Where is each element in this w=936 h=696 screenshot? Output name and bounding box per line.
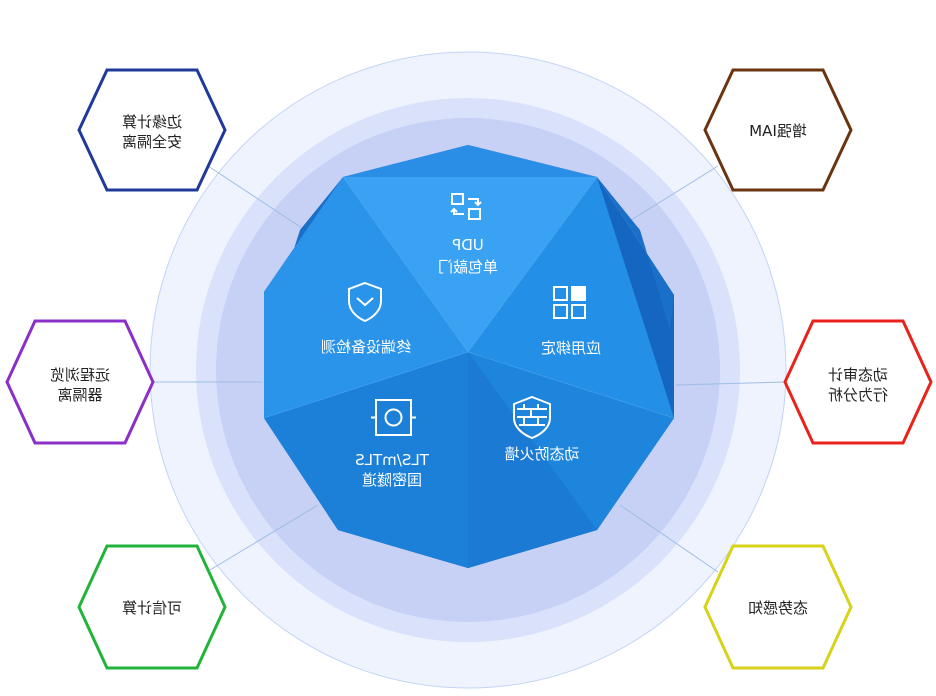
- seg-udp-label: UDP 单包敲门: [438, 236, 498, 276]
- firewall-shield-icon: [513, 395, 551, 440]
- feature-browser[interactable]: 远程浏览 器隔离: [5, 319, 155, 445]
- feature-situation-hexagon: [703, 544, 853, 670]
- feature-edge-line-2: 安全隔离: [122, 133, 182, 151]
- feature-iam-line-1: 增强IAM: [749, 122, 807, 140]
- feature-audit-label: 动态审计 行为分析: [828, 366, 888, 404]
- feature-situation[interactable]: 态势感知: [703, 544, 853, 670]
- seg-app-label: 应用绑定: [541, 339, 601, 357]
- feature-browser-label: 远程浏览 器隔离: [50, 366, 110, 404]
- seg-firewall-lower: [468, 352, 597, 568]
- seg-tls-line-1: TLS/mTLS: [355, 451, 430, 469]
- connector-edge: [201, 161, 306, 231]
- poly-facet-right-top: [597, 177, 674, 330]
- feature-edge-line-1: 边缘计算: [122, 113, 182, 131]
- feature-edge[interactable]: 边缘计算 安全隔离: [77, 68, 227, 192]
- feature-iam-label: 增强IAM: [749, 122, 807, 140]
- seg-device-label: 终端设备检测: [321, 338, 411, 356]
- connector-iam: [627, 165, 719, 223]
- feature-browser-line-1: 远程浏览: [50, 366, 110, 384]
- feature-audit-hexagon: [783, 319, 933, 445]
- connector-lines: [152, 161, 786, 573]
- feature-situation-label: 态势感知: [748, 599, 808, 617]
- feature-trusted-line-1: 可信计算: [122, 599, 182, 617]
- seg-tls-label: TLS/mTLS 国密隧道: [355, 451, 430, 489]
- swap-arrows-icon: [450, 193, 482, 220]
- seg-tls[interactable]: [264, 352, 468, 568]
- tunnel-icon: [371, 399, 416, 436]
- connector-audit: [675, 381, 786, 386]
- seg-firewall[interactable]: [468, 352, 674, 530]
- feature-audit-line-2: 行为分析: [828, 386, 888, 404]
- feature-iam[interactable]: 增强IAM: [703, 68, 853, 192]
- feature-trusted[interactable]: 可信计算: [77, 544, 227, 670]
- seg-udp[interactable]: [343, 177, 597, 352]
- polyhedron: [263, 145, 675, 568]
- poly-facet-top: [343, 145, 597, 177]
- grid-apps-icon: [553, 286, 586, 319]
- feature-edge-label: 边缘计算 安全隔离: [122, 113, 182, 151]
- feature-trusted-label: 可信计算: [122, 599, 182, 617]
- feature-trusted-hexagon: [77, 544, 227, 670]
- feature-iam-hexagon: [703, 68, 853, 192]
- feature-browser-hexagon: [5, 319, 155, 445]
- feature-edge-hexagon: [77, 68, 227, 192]
- seg-device[interactable]: [264, 177, 468, 418]
- feature-situation-line-1: 态势感知: [748, 599, 808, 617]
- feature-browser-line-2: 器隔离: [57, 386, 102, 404]
- seg-tls-line-2: 国密隧道: [362, 471, 422, 489]
- connector-situation: [619, 504, 719, 573]
- feature-audit[interactable]: 动态审计 行为分析: [783, 319, 933, 445]
- seg-firewall-label: 动态防火墙: [504, 445, 579, 463]
- seg-app-line-1: 应用绑定: [541, 339, 601, 357]
- connector-trusted: [209, 504, 319, 571]
- seg-udp-line-1: UDP: [452, 236, 484, 254]
- feature-audit-line-1: 动态审计: [828, 366, 888, 384]
- seg-device-line-1: 终端设备检测: [321, 338, 411, 356]
- seg-firewall-line-1: 动态防火墙: [504, 445, 579, 463]
- shield-check-icon: [348, 281, 382, 323]
- seg-udp-line-2: 单包敲门: [438, 258, 498, 276]
